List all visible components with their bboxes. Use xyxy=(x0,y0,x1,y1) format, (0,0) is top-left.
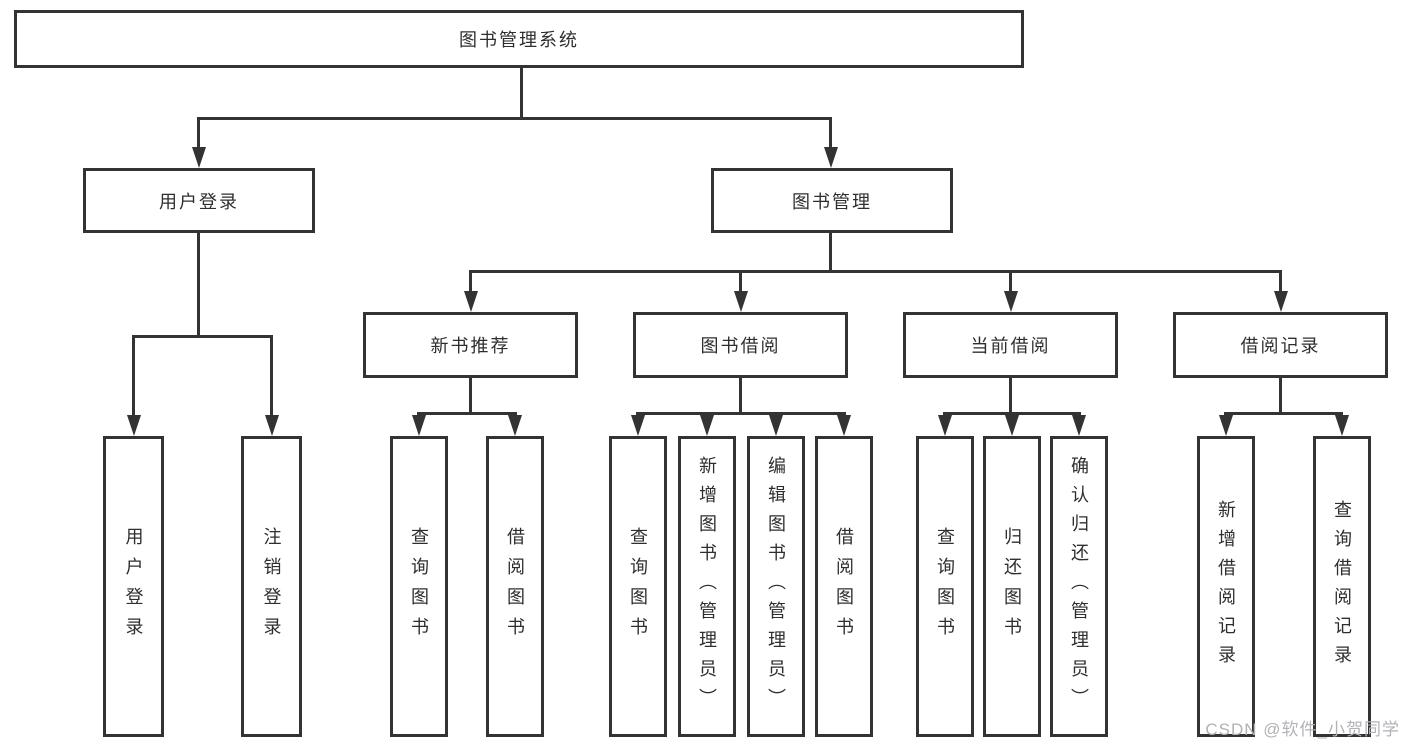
node-user-login-label: 用户登录 xyxy=(159,191,239,212)
connector-stem-newbook xyxy=(469,270,472,293)
node-book-borrow-label: 图书借阅 xyxy=(700,336,781,356)
connector-level2-horizontal xyxy=(197,117,832,120)
connector-root-stem xyxy=(520,68,523,119)
node-user-login: 用户登录 xyxy=(83,168,315,233)
leaf-add-borrow-record: 新增借阅记录 xyxy=(1197,436,1255,737)
arrowhead-user-login xyxy=(191,147,206,168)
leaf-add-borrow-record-label: 新增借阅记录 xyxy=(1216,499,1236,674)
node-current-borrow-label: 当前借阅 xyxy=(970,336,1051,356)
arrowhead-leaf-userlogin xyxy=(126,415,141,436)
leaf-edit-book-admin-label: 编辑图书（管理员） xyxy=(766,456,786,717)
leaf-add-book-admin-label: 新增图书（管理员） xyxy=(697,456,717,717)
node-borrow-record: 借阅记录 xyxy=(1173,312,1388,378)
leaf-current-query-book-label: 查询图书 xyxy=(935,526,955,647)
arrowhead-bookborrow xyxy=(733,291,748,312)
watermark: CSDN @软件_小贺同学 xyxy=(1205,720,1400,739)
leaf-newbook-query-book: 查询图书 xyxy=(390,436,448,737)
leaf-query-borrow-record: 查询借阅记录 xyxy=(1313,436,1371,737)
leaf-query-borrow-record-label: 查询借阅记录 xyxy=(1332,499,1352,674)
node-book-management: 图书管理 xyxy=(711,168,953,233)
node-book-management-label: 图书管理 xyxy=(792,191,872,212)
connector-userlogin-horizontal xyxy=(132,335,273,338)
leaf-confirm-return-admin-label: 确认归还（管理员） xyxy=(1069,456,1089,717)
connector-newbook-downstem xyxy=(469,378,472,414)
connector-stem-user-login xyxy=(197,117,200,149)
arrowhead-newbook xyxy=(463,291,478,312)
node-root-label: 图书管理系统 xyxy=(459,30,579,50)
node-current-borrow: 当前借阅 xyxy=(903,312,1118,378)
leaf-return-book-label: 归还图书 xyxy=(1002,526,1022,647)
connector-stem-bookborrow xyxy=(739,270,742,293)
connector-currentborrow-downstem xyxy=(1009,378,1012,414)
arrowhead-borrowrecord xyxy=(1273,291,1288,312)
leaf-return-book: 归还图书 xyxy=(983,436,1041,737)
connector-currentborrow-leaf-horizontal xyxy=(943,412,1081,415)
connector-stem-book-management xyxy=(829,117,832,149)
leaf-borrow-query-book: 查询图书 xyxy=(609,436,667,737)
connector-level3-horizontal xyxy=(469,270,1282,273)
arrowhead-leaf-cb-confirm xyxy=(1072,415,1086,436)
connector-stem-leaf-logout xyxy=(270,335,273,416)
leaf-user-login-label: 用户登录 xyxy=(123,526,144,647)
connector-userlogin-stem xyxy=(197,233,200,337)
connector-stem-currentborrow xyxy=(1009,270,1012,293)
arrowhead-leaf-cb-return xyxy=(1005,415,1019,436)
connector-borrowrecord-downstem xyxy=(1279,378,1282,414)
leaf-borrow-book: 借阅图书 xyxy=(815,436,873,737)
leaf-borrow-book-label: 借阅图书 xyxy=(834,526,854,647)
node-book-borrow: 图书借阅 xyxy=(633,312,848,378)
arrowhead-book-management xyxy=(823,147,838,168)
arrowhead-leaf-bb-borrow xyxy=(837,415,851,436)
arrowhead-leaf-br-add xyxy=(1219,415,1233,436)
leaf-logout-label: 注销登录 xyxy=(261,526,282,647)
arrowhead-leaf-cb-query xyxy=(938,415,952,436)
connector-bookborrow-leaf-horizontal xyxy=(636,412,846,415)
node-borrow-record-label: 借阅记录 xyxy=(1240,336,1321,356)
leaf-newbook-query-book-label: 查询图书 xyxy=(409,526,429,647)
arrowhead-leaf-bb-query xyxy=(631,415,645,436)
leaf-current-query-book: 查询图书 xyxy=(916,436,974,737)
node-new-book-recommend: 新书推荐 xyxy=(363,312,578,378)
leaf-user-login: 用户登录 xyxy=(103,436,164,737)
connector-bookmgmt-stem xyxy=(829,233,832,273)
leaf-logout: 注销登录 xyxy=(241,436,302,737)
connector-stem-leaf-userlogin xyxy=(132,335,135,416)
connector-stem-borrowrecord xyxy=(1279,270,1282,293)
leaf-edit-book-admin: 编辑图书（管理员） xyxy=(747,436,805,737)
arrowhead-leaf-newbook-query xyxy=(412,415,426,436)
arrowhead-leaf-newbook-borrow xyxy=(508,415,522,436)
arrowhead-leaf-br-query xyxy=(1335,415,1349,436)
connector-newbook-leaf-horizontal xyxy=(417,412,517,415)
node-new-book-recommend-label: 新书推荐 xyxy=(430,336,511,356)
leaf-borrow-query-book-label: 查询图书 xyxy=(628,526,648,647)
arrowhead-leaf-logout xyxy=(264,415,279,436)
connector-borrowrecord-leaf-horizontal xyxy=(1224,412,1343,415)
leaf-add-book-admin: 新增图书（管理员） xyxy=(678,436,736,737)
arrowhead-leaf-bb-add xyxy=(700,415,714,436)
arrowhead-leaf-bb-edit xyxy=(769,415,783,436)
leaf-newbook-borrow-book-label: 借阅图书 xyxy=(505,526,525,647)
node-root: 图书管理系统 xyxy=(14,10,1024,68)
connector-bookborrow-downstem xyxy=(739,378,742,414)
leaf-confirm-return-admin: 确认归还（管理员） xyxy=(1050,436,1108,737)
arrowhead-currentborrow xyxy=(1003,291,1018,312)
leaf-newbook-borrow-book: 借阅图书 xyxy=(486,436,544,737)
